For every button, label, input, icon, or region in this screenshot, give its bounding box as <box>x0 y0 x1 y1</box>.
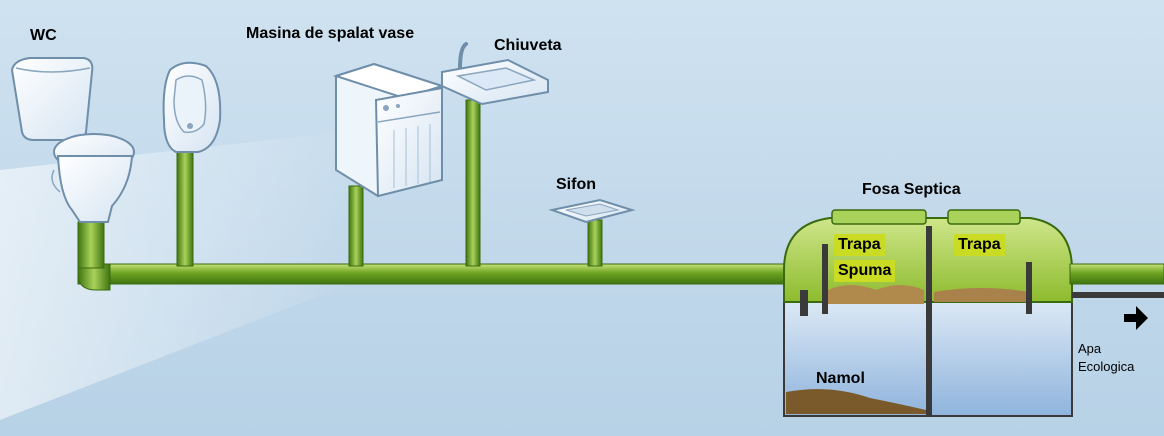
sink-drain-pipe <box>465 99 481 267</box>
sink-label: Chiuveta <box>494 37 562 54</box>
floor-drain-icon <box>548 198 636 224</box>
foam-layer-left <box>828 285 924 304</box>
outlet-label-line2: Ecologica <box>1078 359 1135 374</box>
outlet-tee <box>1026 262 1032 314</box>
right-chamber-label: Trapa <box>954 234 1005 256</box>
arrow-right-icon <box>1124 306 1148 330</box>
floor-drain-pipe <box>587 219 603 267</box>
sludge-layer <box>786 389 926 414</box>
left-hatch <box>831 209 927 225</box>
right-hatch <box>947 209 1021 225</box>
wc-label: WC <box>30 27 57 44</box>
outlet-pipe-shadow <box>1072 292 1164 298</box>
inlet-tee <box>822 244 828 314</box>
urinal-icon <box>162 61 222 153</box>
sludge-label: Namol <box>816 370 865 387</box>
foam-label: Spuma <box>834 260 896 282</box>
floor-drain-label: Sifon <box>556 176 596 193</box>
dishwasher-drain-pipe <box>348 185 364 267</box>
inlet-baffle <box>800 290 808 316</box>
dishwasher-icon <box>332 62 446 198</box>
urinal-drain-pipe <box>176 151 194 267</box>
wc-drain-pipe <box>77 221 105 269</box>
outlet-pipe <box>1069 263 1164 285</box>
foam-layer-right <box>934 288 1030 302</box>
toilet-icon <box>10 57 135 223</box>
outlet-label-line1: Apa <box>1078 341 1102 356</box>
tank-title: Fosa Septica <box>862 181 961 198</box>
tank-partition <box>926 226 932 416</box>
sink-icon <box>441 42 549 106</box>
left-chamber-label: Trapa <box>834 234 885 256</box>
dishwasher-label: Masina de spalat vase <box>246 25 415 42</box>
